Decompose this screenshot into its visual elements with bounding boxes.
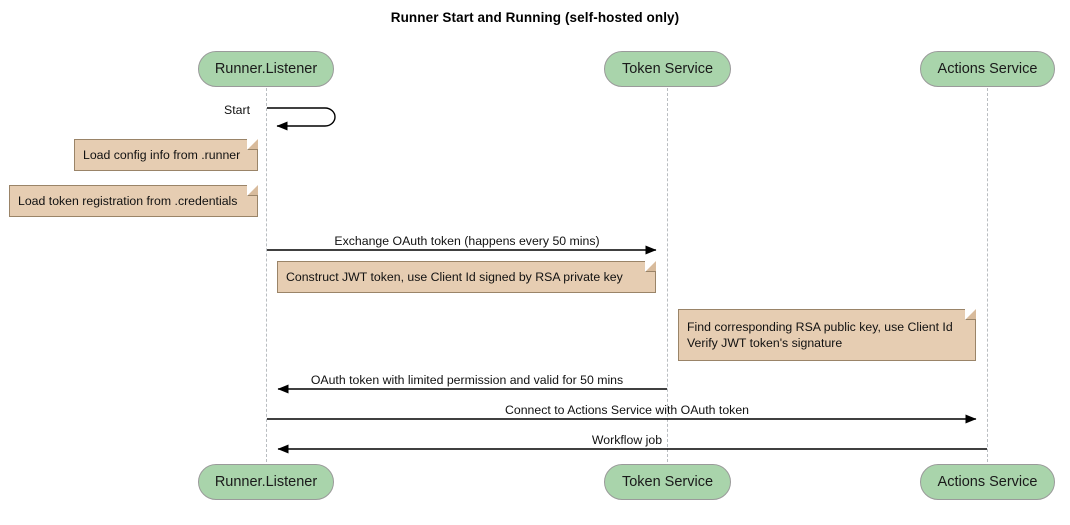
- message-label-start: Start: [224, 103, 250, 117]
- lifeline-token: [667, 88, 668, 462]
- lifeline-actions: [987, 88, 988, 462]
- note-fold-icon: [247, 138, 259, 150]
- message-label-connect-actions-service: Connect to Actions Service with OAuth to…: [504, 403, 750, 417]
- page-title: Runner Start and Running (self-hosted on…: [390, 10, 680, 25]
- note-load-config: Load config info from .runner: [74, 138, 259, 171]
- participant-label: Token Service: [621, 60, 714, 77]
- note-verify-jwt-signature: Find corresponding RSA public key, use C…: [678, 308, 977, 361]
- note-text: Load config info from .runner: [83, 148, 241, 162]
- participant-label: Actions Service: [937, 473, 1038, 490]
- note-load-token-registration: Load token registration from .credential…: [9, 184, 259, 217]
- note-fold-icon: [645, 260, 657, 272]
- participant-runner-bottom[interactable]: Runner.Listener: [198, 464, 334, 500]
- note-text: Load token registration from .credential…: [18, 194, 238, 208]
- note-construct-jwt-token: Construct JWT token, use Client Id signe…: [277, 260, 657, 293]
- lifeline-runner: [266, 88, 267, 462]
- participant-runner-top[interactable]: Runner.Listener: [198, 51, 334, 87]
- note-fold-icon: [965, 308, 977, 320]
- message-arrow-start: [267, 107, 336, 131]
- note-text: Find corresponding RSA public key, use C…: [687, 320, 953, 350]
- participant-label: Token Service: [621, 473, 714, 490]
- message-label-workflow-job: Workflow job: [591, 433, 663, 447]
- participant-label: Actions Service: [937, 60, 1038, 77]
- participant-actions-bottom[interactable]: Actions Service: [920, 464, 1055, 500]
- participant-label: Runner.Listener: [214, 60, 318, 77]
- participant-label: Runner.Listener: [214, 473, 318, 490]
- message-label-exchange-oauth-token: Exchange OAuth token (happens every 50 m…: [334, 234, 600, 248]
- note-fold-icon: [247, 184, 259, 196]
- note-text: Construct JWT token, use Client Id signe…: [286, 270, 623, 284]
- participant-token-bottom[interactable]: Token Service: [604, 464, 731, 500]
- message-label-oauth-token-reply: OAuth token with limited permission and …: [310, 373, 624, 387]
- participant-token-top[interactable]: Token Service: [604, 51, 731, 87]
- participant-actions-top[interactable]: Actions Service: [920, 51, 1055, 87]
